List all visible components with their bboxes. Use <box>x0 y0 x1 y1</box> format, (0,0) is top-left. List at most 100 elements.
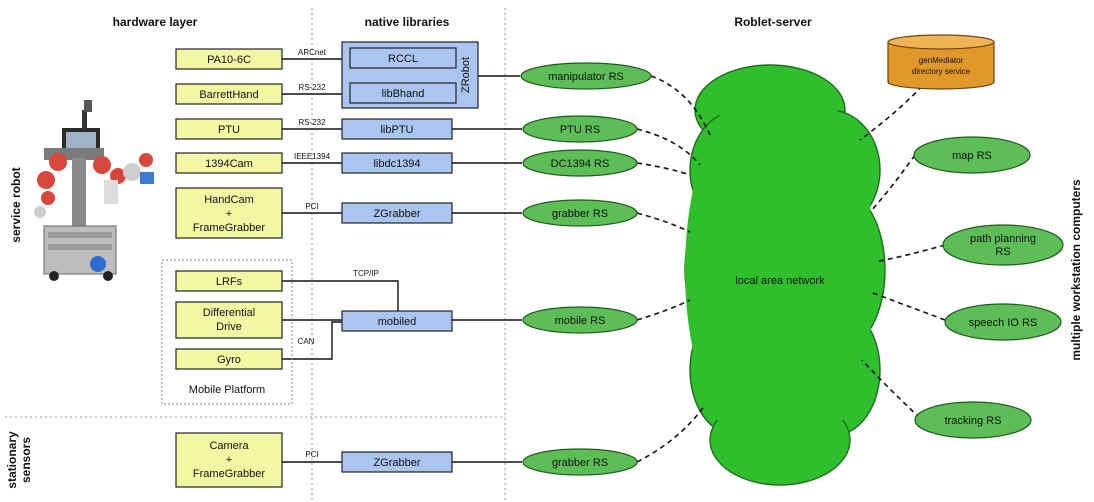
lib-rccl-label: RCCL <box>388 53 418 65</box>
conn-pci-b: PCI <box>305 450 318 459</box>
hw-handcam-line1: HandCam <box>204 194 254 206</box>
lib-zgrabber-label: ZGrabber <box>373 208 420 220</box>
lib-libdc1394-label: libdc1394 <box>373 158 420 170</box>
dash-mobile <box>636 299 691 321</box>
rs-dc1394-label: DC1394 RS <box>551 158 610 170</box>
hw-barretthand-box: BarrettHand <box>175 83 283 105</box>
rs-ptu-label: PTU RS <box>560 124 600 136</box>
dash-map <box>869 154 916 213</box>
conn-arcnet: ARCnet <box>298 48 327 57</box>
wire-gyro-mobiled <box>282 321 342 360</box>
connection-labels: ARCnet RS-232 RS-232 IEEE1394 PCI TCP/IP… <box>294 48 379 459</box>
hw-diffdrive-line1: Differential <box>203 307 255 319</box>
dash-dc1394 <box>636 162 691 176</box>
lib-zgrabber-box: ZGrabber <box>341 202 453 224</box>
lib-libdc1394-box: libdc1394 <box>341 152 453 174</box>
dashed-connections <box>636 75 946 463</box>
hw-ptu-box: PTU <box>175 118 283 140</box>
rs-manipulator-label: manipulator RS <box>548 71 624 83</box>
hw-differential-drive-box: Differential Drive <box>175 301 283 339</box>
label-stationary-sensors: stationary sensors <box>5 431 33 489</box>
hw-camera-line2: + <box>226 454 232 466</box>
dash-path <box>874 244 946 263</box>
conn-rs232-b: RS-232 <box>298 118 326 127</box>
rs-grabber-label: grabber RS <box>552 208 608 220</box>
lib-mobiled-label: mobiled <box>378 316 417 328</box>
hw-ptu-label: PTU <box>218 124 240 136</box>
conn-rs232-a: RS-232 <box>298 83 326 92</box>
lib-libbhand-box: libBhand <box>349 82 457 104</box>
lib-libptu-label: libPTU <box>380 124 413 136</box>
ws-path-planning: path planning RS <box>942 224 1064 266</box>
header-roblet-server: Roblet-server <box>734 15 812 29</box>
lib-libptu-box: libPTU <box>341 118 453 140</box>
hw-handcam-box: HandCam + FrameGrabber <box>175 187 283 239</box>
wiring-libraries-roblets <box>452 75 522 463</box>
header-hardware-layer: hardware layer <box>113 15 198 29</box>
dash-ptu <box>636 128 701 166</box>
rs-mobile-label: mobile RS <box>555 315 606 327</box>
dash-speech <box>869 291 946 321</box>
service-robot-illustration <box>34 100 154 281</box>
db-line2: directory service <box>912 67 971 76</box>
native-libraries: ZRobot RCCL libBhand libPTU libdc1394 ZG… <box>341 41 479 473</box>
ws-speech-io: speech IO RS <box>944 303 1062 341</box>
conn-pci-a: PCI <box>305 202 318 211</box>
hw-lrfs-box: LRFs <box>175 270 283 292</box>
db-line1: genMediator <box>919 56 964 65</box>
hw-1394cam-box: 1394Cam <box>175 152 283 174</box>
rs-dc1394: DC1394 RS <box>522 149 638 177</box>
label-stationary-line: stationary <box>5 431 19 489</box>
ws-map: map RS <box>913 136 1031 174</box>
hw-pa10-label: PA10-6C <box>207 54 251 66</box>
database-icon: genMediator directory service <box>887 34 995 90</box>
roblet-servers: manipulator RS PTU RS DC1394 RS grabber … <box>520 62 652 476</box>
hw-diffdrive-line2: Drive <box>216 321 242 333</box>
label-multiple-workstation-computers: multiple workstation computers <box>1069 179 1083 361</box>
header-native-libraries: native libraries <box>365 15 450 29</box>
mobile-platform-label: Mobile Platform <box>189 384 265 396</box>
dash-db <box>859 85 923 141</box>
hw-camera-line1: Camera <box>209 440 249 452</box>
hw-gyro-box: Gyro <box>175 348 283 370</box>
hw-lrfs-label: LRFs <box>216 276 243 288</box>
lib-libbhand-label: libBhand <box>382 88 425 100</box>
conn-can: CAN <box>298 337 315 346</box>
hw-camera-line3: FrameGrabber <box>193 468 265 480</box>
ws-path-line1: path planning <box>970 233 1036 245</box>
dash-grabber <box>636 212 691 233</box>
lib-mobiled-box: mobiled <box>341 310 453 332</box>
hw-handcam-line2: + <box>226 208 232 220</box>
hw-gyro-label: Gyro <box>217 354 241 366</box>
dash-tracking <box>861 359 921 419</box>
hw-barretthand-label: BarrettHand <box>199 89 258 101</box>
ws-path-line2: RS <box>995 246 1010 258</box>
label-service-robot: service robot <box>9 167 23 242</box>
ws-tracking-label: tracking RS <box>945 415 1002 427</box>
rs-grabber2-label: grabber RS <box>552 457 608 469</box>
conn-tcpip: TCP/IP <box>353 269 379 278</box>
rs-manipulator: manipulator RS <box>520 62 652 90</box>
lib-zgrabber2-label: ZGrabber <box>373 457 420 469</box>
hw-1394cam-label: 1394Cam <box>205 158 253 170</box>
rs-grabber2: grabber RS <box>522 448 638 476</box>
lib-rccl-box: RCCL <box>349 47 457 69</box>
rs-mobile: mobile RS <box>522 306 638 334</box>
ws-map-label: map RS <box>952 150 992 162</box>
conn-ieee1394: IEEE1394 <box>294 152 331 161</box>
ws-tracking: tracking RS <box>914 401 1032 439</box>
label-sensors-line: sensors <box>19 437 33 483</box>
ws-speech-label: speech IO RS <box>969 317 1037 329</box>
workstation-servers: map RS path planning RS speech IO RS tra… <box>913 136 1064 439</box>
wiring-hardware-libraries <box>282 58 399 463</box>
hw-camera-box: Camera + FrameGrabber <box>175 432 283 488</box>
hardware-layer: PA10-6C BarrettHand PTU 1394Cam HandCam … <box>161 48 293 488</box>
mobile-platform-group <box>161 259 293 405</box>
wire-lrfs-mobiled <box>282 280 399 312</box>
lan-label: local area network <box>735 275 825 287</box>
rs-ptu: PTU RS <box>522 115 638 143</box>
zrobot-label: ZRobot <box>460 57 472 93</box>
lib-zgrabber2-box: ZGrabber <box>341 451 453 473</box>
hw-handcam-line3: FrameGrabber <box>193 222 265 234</box>
